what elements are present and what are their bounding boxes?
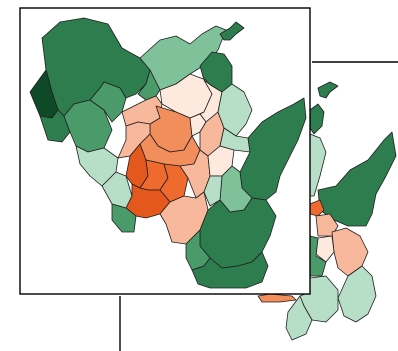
region-core-orange-deep-d[interactable] bbox=[125, 183, 171, 219]
region-west-mid[interactable] bbox=[63, 99, 113, 153]
region-bird-shape[interactable] bbox=[219, 21, 245, 41]
region-southwest-mid[interactable] bbox=[111, 203, 137, 233]
region-east-pale-small[interactable] bbox=[203, 175, 223, 207]
bg-region-right-light[interactable] bbox=[337, 265, 377, 323]
bg-region-bird[interactable] bbox=[317, 81, 339, 99]
bg-region-bottom-light-b[interactable] bbox=[285, 295, 313, 341]
main-map bbox=[19, 7, 311, 295]
bg-region-top-left-dark[interactable] bbox=[309, 103, 325, 135]
bg-region-right-dark[interactable] bbox=[317, 131, 397, 227]
region-east-pale-north[interactable] bbox=[217, 83, 253, 137]
background-map bbox=[119, 61, 398, 351]
bg-region-left-light[interactable] bbox=[309, 133, 327, 197]
region-south-dark-b[interactable] bbox=[191, 251, 269, 289]
region-west-light-small[interactable] bbox=[89, 81, 127, 123]
bg-region-bottom-orange[interactable] bbox=[257, 293, 297, 303]
